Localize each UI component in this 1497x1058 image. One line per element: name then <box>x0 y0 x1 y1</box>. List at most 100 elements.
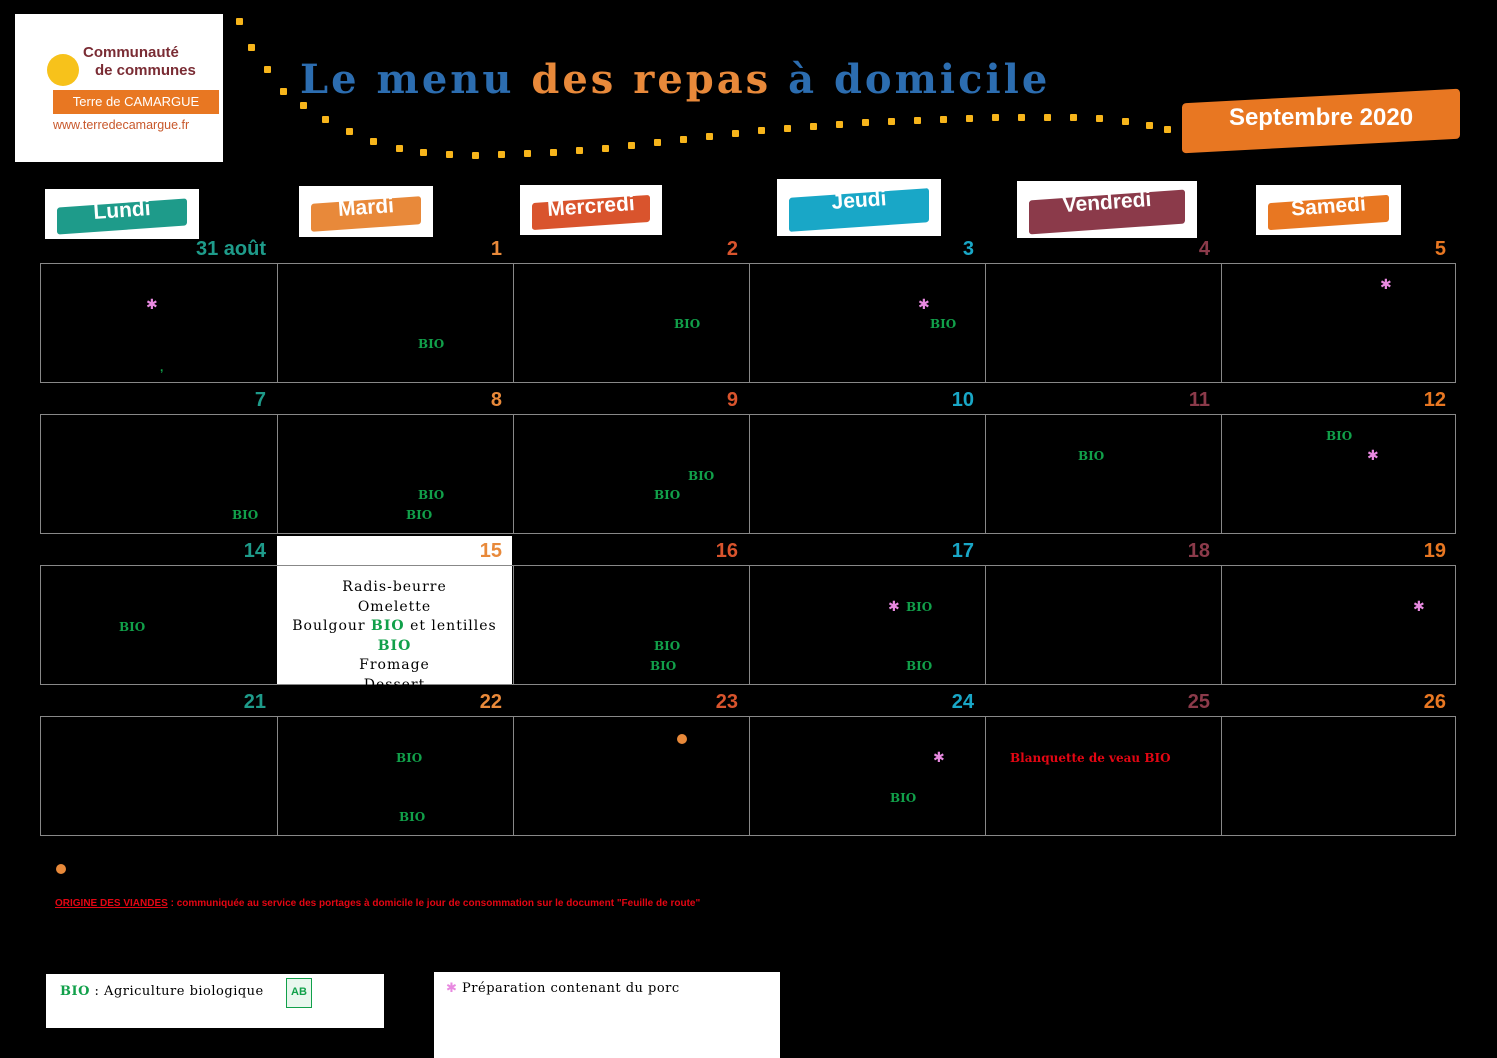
decorative-dot <box>280 88 287 95</box>
bio-tag: BIO <box>688 469 715 483</box>
decorative-dot <box>758 127 765 134</box>
bio-tag: BIO <box>119 620 146 634</box>
day-header-jeudi: Jeudi <box>777 179 941 236</box>
day-header-vendredi: Vendredi <box>1017 181 1197 238</box>
day-header-lundi: Lundi <box>45 189 199 239</box>
day-number: 3 <box>962 238 974 260</box>
week-row <box>40 716 1456 836</box>
legend-pork-text: ✱ Préparation contenant du porc <box>446 981 680 996</box>
menu-line: Dessert <box>363 676 426 693</box>
legend-pork-desc: Préparation contenant du porc <box>462 981 680 996</box>
logo-band: Terre de CAMARGUE <box>53 90 219 114</box>
day-number: 22 <box>479 691 502 713</box>
legend-bio-desc: : Agriculture biologique <box>89 984 264 999</box>
day-number: 21 <box>243 691 266 713</box>
pork-icon: ✱ <box>446 981 458 996</box>
decorative-dot <box>862 119 869 126</box>
decorative-dot <box>236 18 243 25</box>
bio-tag: BIO <box>654 488 681 502</box>
decorative-dot <box>784 125 791 132</box>
day-header-mercredi: Mercredi <box>520 185 662 235</box>
decorative-dot <box>1018 114 1025 121</box>
decorative-dot <box>1096 115 1103 122</box>
decorative-dot <box>1122 118 1129 125</box>
decorative-dot <box>524 150 531 157</box>
day-number: 19 <box>1423 540 1446 562</box>
decorative-dot <box>446 151 453 158</box>
decorative-dot <box>420 149 427 156</box>
bio-tag: BIO <box>650 659 677 673</box>
bio-tag: BIO <box>371 618 405 634</box>
bio-tag: BIO <box>906 659 933 673</box>
decorative-dot <box>914 117 921 124</box>
day-number: 8 <box>490 389 502 411</box>
bio-tag: BIO <box>890 791 917 805</box>
pork-icon: ✱ <box>1413 598 1425 614</box>
menu-line: Fromage <box>359 657 430 673</box>
cell-divider <box>513 717 514 835</box>
day-number: 18 <box>1187 540 1210 562</box>
pork-icon: ✱ <box>918 296 930 312</box>
cell-divider <box>985 264 986 382</box>
day-number: 9 <box>726 389 738 411</box>
decorative-dot <box>836 121 843 128</box>
menu-text: et lentilles <box>410 618 497 634</box>
cell-divider <box>513 566 514 684</box>
legend-pork: ✱ Préparation contenant du porc <box>434 972 780 1058</box>
day-number: 31 août <box>195 238 266 260</box>
cell-divider <box>749 264 750 382</box>
logo: Communauté de communes Terre de CAMARGUE… <box>15 14 223 162</box>
menu-card-15: Radis-beurre Omelette Boulgour BIO et le… <box>277 566 512 693</box>
decorative-dot <box>706 133 713 140</box>
week-row <box>40 414 1456 534</box>
cell-divider <box>1221 264 1222 382</box>
comma-mark: , <box>160 360 164 374</box>
title-part-2: des repas <box>531 56 772 103</box>
decorative-dot <box>498 151 505 158</box>
decorative-dot <box>1164 126 1171 133</box>
bio-tag: BIO <box>60 984 90 999</box>
decorative-dot <box>602 145 609 152</box>
decorative-dot <box>264 66 271 73</box>
cell-divider <box>1221 566 1222 684</box>
bio-tag: BIO <box>396 751 423 765</box>
cell-divider <box>513 264 514 382</box>
day-header-samedi: Samedi <box>1256 185 1401 235</box>
pork-icon: ✱ <box>933 749 945 765</box>
day-number: 26 <box>1423 691 1446 713</box>
day-number: 17 <box>951 540 974 562</box>
title-part-1: Le menu <box>300 56 515 103</box>
logo-url[interactable]: www.terredecamargue.fr <box>53 118 190 132</box>
logo-line-1: Communauté <box>83 44 179 61</box>
day-number: 25 <box>1187 691 1210 713</box>
ab-logo: AB <box>286 978 312 1008</box>
day-number: 23 <box>715 691 738 713</box>
decorative-dot <box>732 130 739 137</box>
bio-tag: BIO <box>1078 449 1105 463</box>
orange-dot-icon <box>677 734 687 744</box>
day-number: 1 <box>490 238 502 260</box>
decorative-dot <box>322 116 329 123</box>
decorative-dot <box>396 145 403 152</box>
decorative-dot <box>248 44 255 51</box>
origine-note: ORIGINE DES VIANDES : communiquée au ser… <box>55 898 700 909</box>
decorative-dot <box>888 118 895 125</box>
decorative-dot <box>1070 114 1077 121</box>
legend-bio-text: BIO : Agriculture biologique <box>60 984 264 999</box>
cell-divider <box>985 415 986 533</box>
bio-tag: BIO <box>377 637 412 654</box>
cell-divider <box>749 717 750 835</box>
day-number: 24 <box>951 691 974 713</box>
day-number: 11 <box>1188 389 1210 411</box>
decorative-dot <box>1146 122 1153 129</box>
origine-text: : communiquée au service des portages à … <box>167 898 701 909</box>
decorative-dot <box>680 136 687 143</box>
logo-line-2: de communes <box>95 62 196 79</box>
menu-line: Omelette <box>357 598 432 615</box>
decorative-dot <box>966 115 973 122</box>
bio-tag: BIO <box>406 508 433 522</box>
decorative-dot <box>370 138 377 145</box>
sun-icon <box>47 54 79 86</box>
decorative-dot <box>550 149 557 156</box>
legend-bio: BIO : Agriculture biologique AB <box>46 974 384 1028</box>
